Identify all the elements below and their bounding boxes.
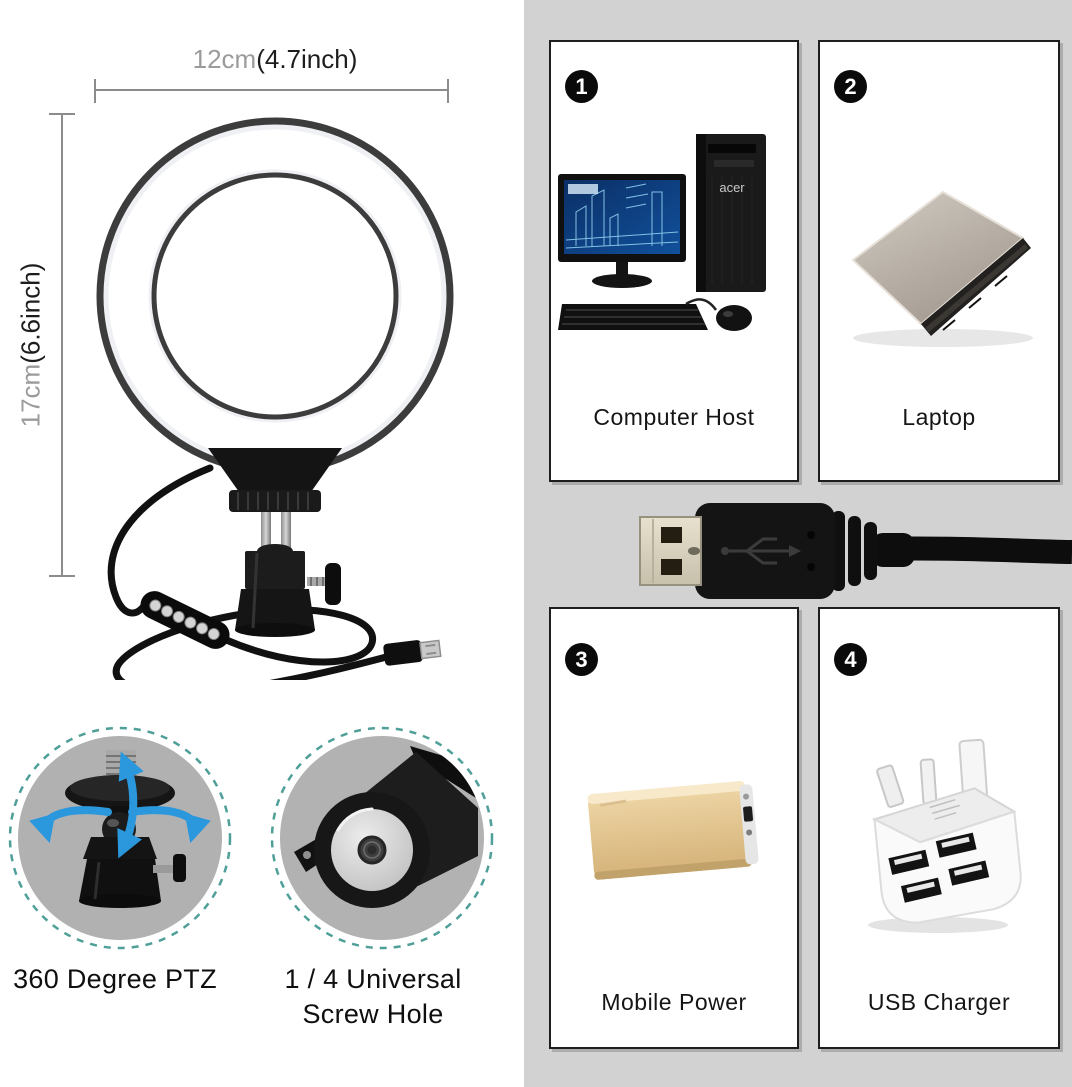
compatibility-box-computer-host: 1 acer <box>549 40 799 482</box>
dashed-circle-border <box>270 726 494 950</box>
number-badge-4: 4 <box>834 643 867 676</box>
ptz-feature-label: 360 Degree PTZ <box>13 964 217 994</box>
height-tick-top <box>49 113 75 115</box>
screw-hole-photo <box>294 746 478 908</box>
box-label-usb-charger: USB Charger <box>867 989 1011 1015</box>
ring-light-image <box>96 117 454 680</box>
width-tick-right <box>447 79 449 103</box>
box-label-laptop: Laptop <box>902 404 976 430</box>
thumbscrew <box>307 563 341 605</box>
usb-connector-image <box>639 503 1072 599</box>
ball-head-photo <box>29 750 211 908</box>
height-metric: 17cm <box>15 363 46 428</box>
usb-port <box>900 877 942 903</box>
desktop-computer-image: acer <box>558 134 766 331</box>
number-badge-1: 1 <box>565 70 598 103</box>
number-badge-2: 2 <box>834 70 867 103</box>
width-tick-left <box>94 79 96 103</box>
compatibility-box-mobile-power: 3 Mobile Power <box>549 607 799 1049</box>
width-dimension-line <box>95 89 449 91</box>
usb-port <box>888 849 930 875</box>
power-cable <box>107 464 394 680</box>
height-dimension-label: 17cm(6.6inch) <box>16 263 47 428</box>
compatibility-box-usb-charger: 4 <box>818 607 1060 1049</box>
rotation-arrows <box>29 751 211 859</box>
box-label-computer-host: Computer Host <box>593 404 755 430</box>
height-dimension-line <box>61 114 63 576</box>
screw-hole-label-line1: 1 / 4 Universal <box>284 964 462 994</box>
screw-hole-feature-label: 1 / 4 Universal Screw Hole <box>258 962 488 1032</box>
compatibility-box-laptop: 2 Laptop <box>818 40 1060 482</box>
usb-trident-logo <box>721 537 801 565</box>
screw-hole-detail-inset <box>270 726 494 950</box>
usb-wall-charger-image <box>868 738 1022 933</box>
width-dimension-label: 12cm(4.7inch) <box>130 44 420 75</box>
ptz-detail-inset <box>8 726 232 950</box>
tower-brand-logo: acer <box>719 180 745 195</box>
usb-port <box>948 860 990 886</box>
power-bank-image <box>587 781 759 880</box>
ball-head-mount <box>208 448 342 637</box>
usb-plug-metal-tip <box>639 516 702 586</box>
number-badge-3: 3 <box>565 643 598 676</box>
width-metric: 12cm <box>192 44 257 74</box>
height-imperial: (6.6inch) <box>15 262 46 364</box>
inline-remote-control <box>140 591 230 649</box>
laptop-image <box>851 190 1033 347</box>
width-imperial: (4.7inch) <box>256 44 358 74</box>
height-tick-bottom <box>49 575 75 577</box>
dashed-circle-border <box>8 726 232 950</box>
screw-hole-label-line2: Screw Hole <box>302 999 444 1029</box>
usb-port <box>935 832 977 858</box>
ring <box>96 117 454 475</box>
cable-usb-plug <box>383 639 442 666</box>
box-label-mobile-power: Mobile Power <box>601 989 747 1015</box>
